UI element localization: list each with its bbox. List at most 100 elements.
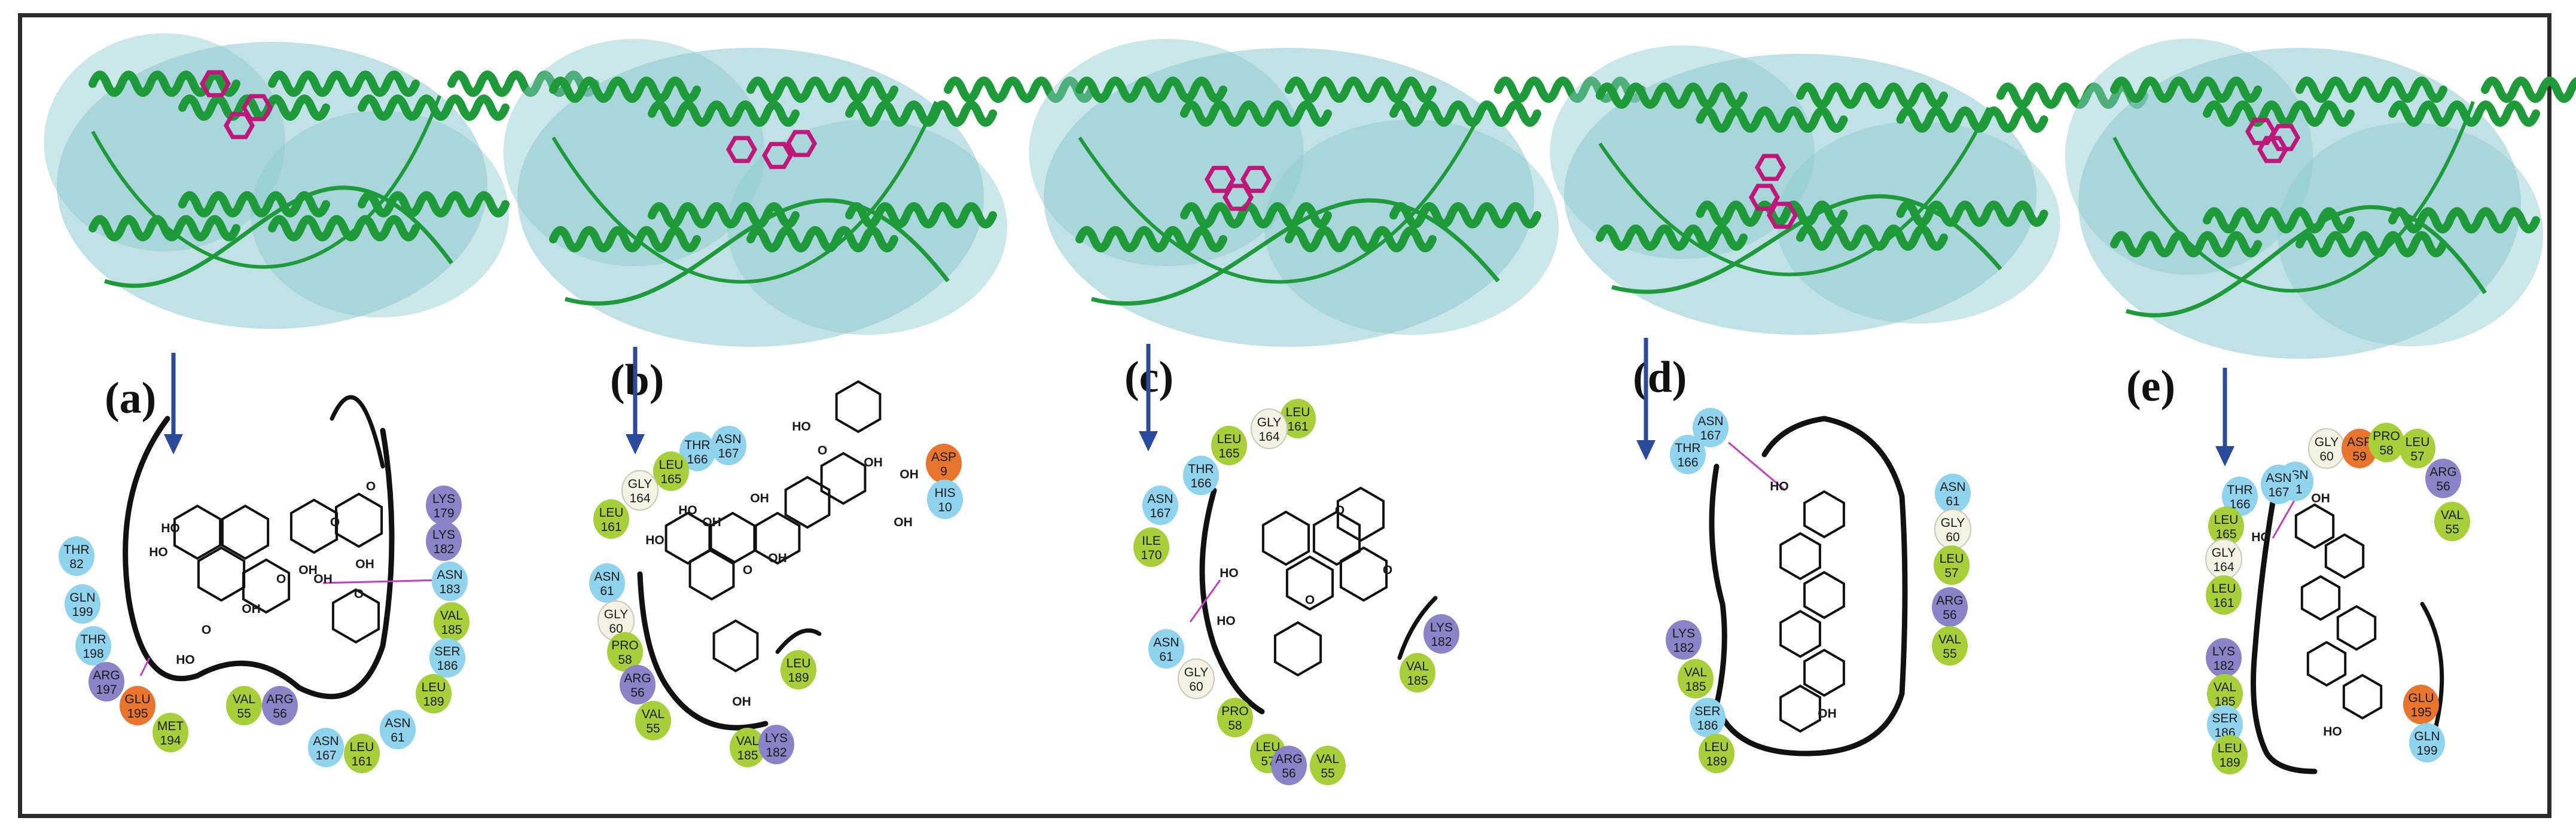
ligand-3d bbox=[725, 130, 818, 169]
protein-cartoon bbox=[89, 71, 599, 288]
atom-label: O bbox=[818, 444, 827, 457]
down-arrow bbox=[1139, 344, 1158, 451]
residue-number: 170 bbox=[1141, 548, 1162, 562]
residue-number: 199 bbox=[72, 605, 93, 619]
residue-name: THR bbox=[684, 438, 710, 452]
protein-cartoon bbox=[549, 77, 1096, 306]
residue-number: 82 bbox=[69, 557, 83, 571]
residue-number: 57 bbox=[1944, 566, 1958, 580]
residue-name: LEU bbox=[1217, 432, 1242, 446]
h-bond-line bbox=[139, 657, 151, 676]
panel-e: (e)OHHOHOASN61GLY60ASP59PRO58LEU57ARG56V… bbox=[2065, 38, 2576, 774]
residue-number: 182 bbox=[433, 542, 454, 556]
residue-name: GLY bbox=[2315, 435, 2339, 449]
residue-name: THR bbox=[2227, 483, 2252, 497]
atom-label: OH bbox=[1818, 707, 1837, 721]
atom-label: HO bbox=[149, 545, 168, 559]
residue-number: 57 bbox=[2410, 450, 2424, 463]
residue-name: LEU bbox=[1286, 405, 1310, 419]
h-bond-line bbox=[1728, 441, 1786, 492]
atom-label: O bbox=[366, 480, 376, 493]
residue-number: 195 bbox=[127, 707, 148, 721]
residue-number: 185 bbox=[737, 749, 758, 762]
down-arrow bbox=[626, 347, 645, 454]
residue-name: LEU bbox=[422, 681, 446, 694]
residue-number: 179 bbox=[433, 507, 454, 520]
panel-d: (d)HOOHASN167THR166ASN61GLY60LEU57ARG56V… bbox=[1550, 45, 2148, 773]
residue-number: 183 bbox=[439, 582, 460, 596]
residue-name: LEU bbox=[2406, 435, 2430, 449]
residue-number: 185 bbox=[2214, 695, 2235, 709]
atom-label: OH bbox=[900, 468, 919, 481]
residue-name: THR bbox=[63, 543, 89, 557]
residue-name: GLY bbox=[2212, 546, 2236, 560]
residue-name: LEU bbox=[1705, 740, 1729, 754]
atom-label: O bbox=[743, 563, 752, 577]
residue-name: GLY bbox=[628, 477, 652, 491]
residue-name: ASN bbox=[1697, 414, 1723, 428]
residue-name: LYS bbox=[432, 528, 455, 542]
binding-pocket bbox=[637, 571, 822, 731]
atom-label: OH bbox=[298, 563, 318, 577]
residue-number: 55 bbox=[646, 722, 660, 736]
residue-name: PRO bbox=[611, 639, 639, 652]
residue-number: 166 bbox=[1190, 477, 1211, 490]
atom-label: HO bbox=[2251, 530, 2270, 544]
residue-name: LYS bbox=[765, 731, 788, 745]
h-bond-line bbox=[1189, 579, 1221, 623]
residue-name: LEU bbox=[786, 657, 811, 670]
residue-number: 61 bbox=[391, 731, 404, 745]
residue-name: LYS bbox=[432, 492, 455, 506]
ligand-3d bbox=[1748, 154, 1798, 229]
residue-number: 166 bbox=[2229, 498, 2250, 511]
residue-number: 185 bbox=[1407, 674, 1428, 688]
residue-name: ASN bbox=[437, 568, 462, 582]
residue-number: 9 bbox=[940, 465, 947, 478]
atom-label: O bbox=[1305, 593, 1315, 607]
panel-a: (a)HOOHHOOHHOOHOHOOOOOLYS179LYS182ASN183… bbox=[44, 33, 599, 773]
residue-name: ASN bbox=[385, 716, 410, 730]
atom-label: HO bbox=[792, 420, 811, 434]
atom-label: OH bbox=[864, 456, 883, 469]
atom-label: HO bbox=[1220, 566, 1239, 580]
residue-name: ARG bbox=[93, 669, 120, 682]
residue-number: 165 bbox=[1218, 447, 1239, 460]
residue-number: 60 bbox=[609, 622, 623, 636]
residue-name: ARG bbox=[2429, 465, 2457, 479]
residue-number: 197 bbox=[96, 683, 117, 697]
residue-number: 199 bbox=[2416, 744, 2437, 758]
residue-name: ARG bbox=[266, 692, 294, 706]
panel-b: (b)HOOHOHHOOHOHHOOHOHOOOHASN167THR166LEU… bbox=[503, 39, 1096, 767]
atom-label: HO bbox=[645, 533, 664, 547]
residue-number: 58 bbox=[1228, 719, 1242, 733]
ligand-structure bbox=[1261, 486, 1388, 677]
residue-name: LEU bbox=[350, 740, 374, 754]
binding-pocket bbox=[1709, 416, 1908, 756]
residue-number: 167 bbox=[1150, 507, 1170, 520]
residue-number: 182 bbox=[2213, 659, 2234, 673]
residue-number: 198 bbox=[83, 647, 103, 661]
